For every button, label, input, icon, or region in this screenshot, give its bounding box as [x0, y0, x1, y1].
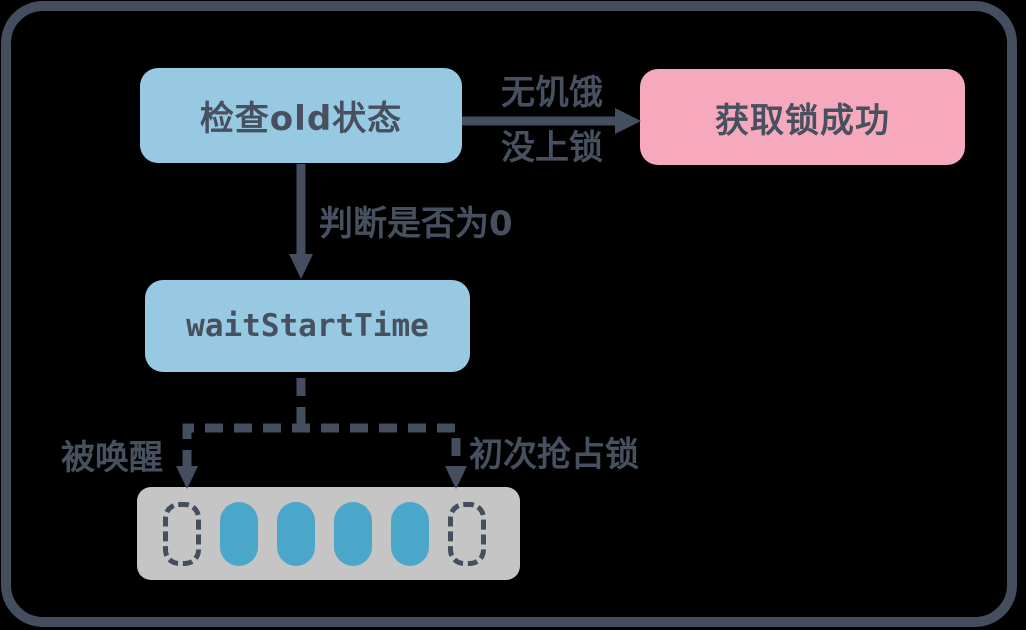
- node-wait-start-time-label: waitStartTime: [186, 308, 429, 344]
- edge-label-judge-if-zero: 判断是否为0: [319, 204, 513, 244]
- queue-slot-dashed: [448, 501, 486, 566]
- node-acquire-lock-success: 获取锁成功: [640, 69, 965, 165]
- queue-slot-solid: [334, 501, 372, 566]
- edge-label-no-starvation: 无饥饿: [501, 73, 603, 113]
- edge-label-woken-up: 被唤醒: [61, 438, 163, 478]
- node-check-old-state: 检查old状态: [140, 68, 462, 163]
- node-wait-start-time: waitStartTime: [145, 280, 470, 372]
- node-check-old-state-label: 检查old状态: [199, 99, 403, 139]
- queue-slot-solid: [391, 501, 429, 566]
- queue-slot-solid: [277, 501, 315, 566]
- node-acquire-lock-success-label: 获取锁成功: [715, 100, 890, 141]
- edge-label-first-grab-lock: 初次抢占锁: [469, 435, 639, 475]
- edge-label-not-locked: 没上锁: [501, 128, 603, 168]
- queue-container: [137, 487, 520, 580]
- queue-slot-solid: [220, 501, 258, 566]
- queue-slot-dashed: [163, 501, 201, 566]
